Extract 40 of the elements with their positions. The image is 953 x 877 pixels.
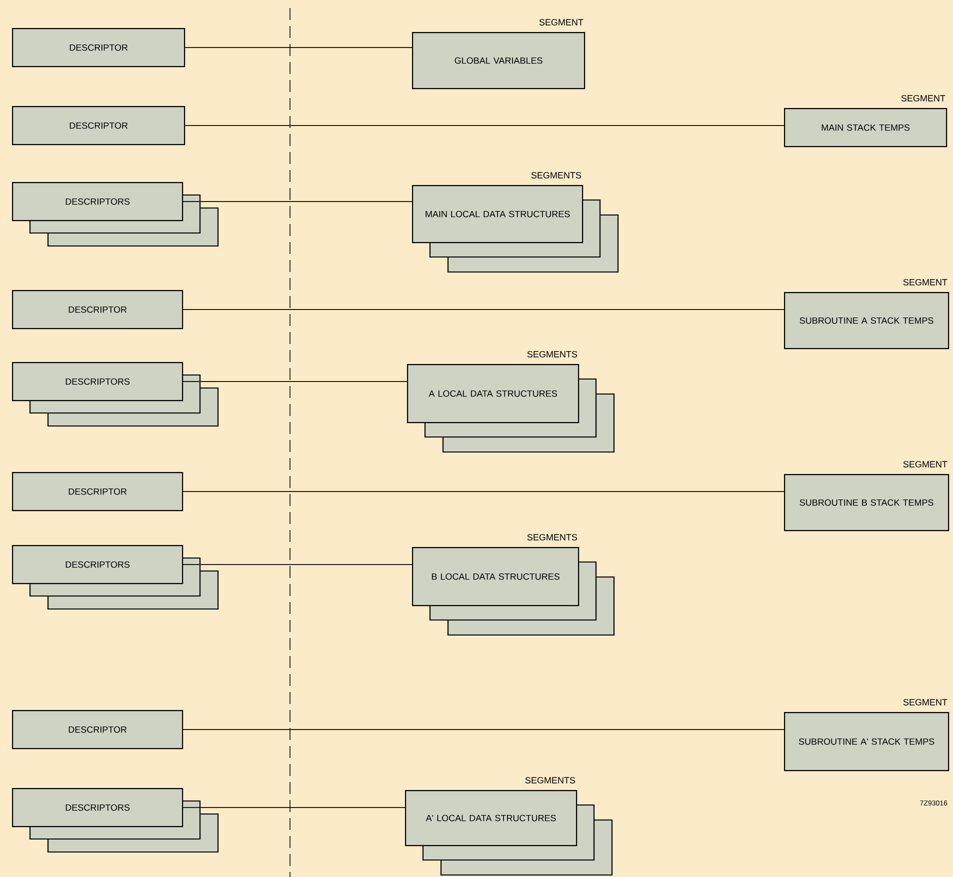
node-label: A' LOCAL DATA STRUCTURES	[426, 814, 556, 822]
box: DESCRIPTOR	[12, 472, 184, 512]
stacked-boxes: DESCRIPTORS	[12, 182, 219, 247]
connector-line	[184, 47, 412, 48]
segment-caption: SEGMENT	[539, 19, 584, 26]
segment-caption: SEGMENTS	[531, 172, 582, 178]
segment-caption: SEGMENT	[903, 461, 948, 468]
segment-caption: SEGMENTS	[527, 534, 578, 540]
stacked-boxes: DESCRIPTORS	[12, 545, 219, 610]
box: SUBROUTINE A' STACK TEMPS	[784, 712, 950, 772]
segment-caption: SEGMENT	[903, 699, 948, 706]
connector-line	[182, 309, 784, 310]
connector-line	[182, 564, 412, 565]
node-label: DESCRIPTORS	[66, 378, 130, 385]
segment-caption: SEGMENTS	[525, 777, 576, 784]
node-label: DESCRIPTORS	[66, 561, 130, 568]
connector-line	[182, 729, 784, 730]
connector-line	[184, 125, 784, 126]
stacked-boxes: MAIN LOCAL DATA STRUCTURES	[412, 185, 619, 273]
box: DESCRIPTOR	[12, 290, 184, 330]
node-label: DESCRIPTORS	[66, 804, 130, 811]
stacked-boxes: DESCRIPTORS	[12, 362, 219, 427]
segment-caption: SEGMENTS	[527, 351, 578, 358]
stacked-boxes: A LOCAL DATA STRUCTURES	[407, 364, 615, 453]
connector-line	[182, 491, 784, 492]
stacked-boxes: B LOCAL DATA STRUCTURES	[412, 547, 615, 636]
connector-line	[182, 381, 408, 382]
stacked-boxes: DESCRIPTORS	[12, 788, 219, 853]
box: DESCRIPTOR	[12, 106, 186, 146]
box: MAIN STACK TEMPS	[784, 108, 948, 148]
box: DESCRIPTOR	[12, 710, 184, 750]
box: SUBROUTINE B STACK TEMPS	[784, 474, 950, 532]
connector-line	[182, 807, 406, 808]
box: DESCRIPTOR	[12, 28, 186, 68]
box: SUBROUTINE A STACK TEMPS	[784, 292, 950, 350]
stacked-boxes: A' LOCAL DATA STRUCTURES	[405, 790, 613, 876]
segment-caption: SEGMENT	[901, 95, 946, 102]
box: GLOBAL VARIABLES	[412, 32, 586, 90]
connector-line	[182, 201, 412, 202]
segment-caption: SEGMENT	[903, 279, 948, 286]
